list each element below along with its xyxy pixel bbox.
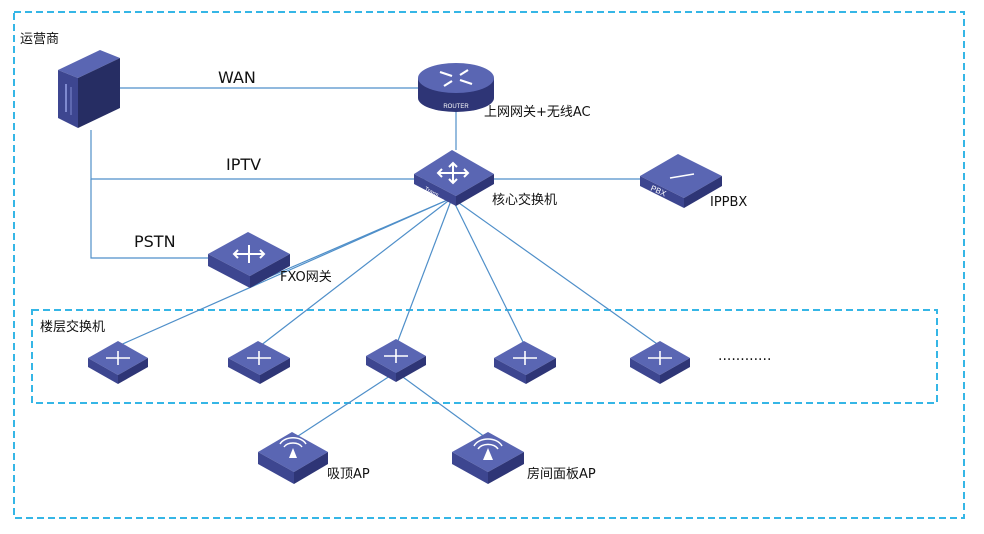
- panel-ap-label: 房间面板AP: [527, 467, 596, 482]
- more-switches-ellipsis: ............: [718, 348, 772, 364]
- panel-ap-icon: [452, 432, 524, 484]
- iptv-label: IPTV: [226, 155, 262, 174]
- router-caption: 上网网关+无线AC: [484, 105, 591, 120]
- server-icon: [58, 50, 120, 128]
- core-switch-icon: Trans: [414, 150, 494, 206]
- floor-switch-icon: [630, 341, 690, 384]
- router-badge: ROUTER: [443, 104, 469, 110]
- floor-switch-icon: [88, 341, 148, 384]
- floor-switch-icon: [494, 341, 556, 384]
- ippbx-label: IPPBX: [710, 195, 748, 210]
- router-icon: ROUTER: [418, 63, 494, 112]
- core-floor1-link: [117, 197, 453, 347]
- core-switch-label: 核心交换机: [492, 193, 558, 208]
- core-floor4-link: [451, 197, 526, 347]
- pbx-icon: PBX: [640, 62, 722, 208]
- ceiling-ap-icon: [258, 432, 328, 484]
- pstn-label: PSTN: [134, 232, 176, 251]
- floor-switch-icon: [228, 341, 290, 384]
- ceiling-ap-label: 吸顶AP: [327, 467, 370, 482]
- floor3-panel-ap-link: [395, 371, 490, 441]
- wan-label: WAN: [218, 68, 256, 87]
- fxo-gateway-icon: [208, 232, 290, 288]
- carrier-label: 运营商: [20, 32, 60, 47]
- fxo-gateway-label: FXO网关: [280, 270, 332, 285]
- iptv-link: [90, 130, 440, 180]
- core-floor2-link: [259, 197, 453, 347]
- outer-dashed-frame: [13, 11, 965, 519]
- floor-switches-frame: [31, 309, 938, 404]
- connection-lines: [90, 87, 661, 441]
- floor-switch-icon: [366, 339, 426, 382]
- floor3-ceiling-ap-link: [291, 371, 397, 441]
- floor-switches-label: 楼层交换机: [40, 320, 106, 335]
- core-floor5-link: [451, 197, 661, 347]
- pstn-link: [90, 179, 212, 259]
- core-floor3-link: [395, 197, 453, 347]
